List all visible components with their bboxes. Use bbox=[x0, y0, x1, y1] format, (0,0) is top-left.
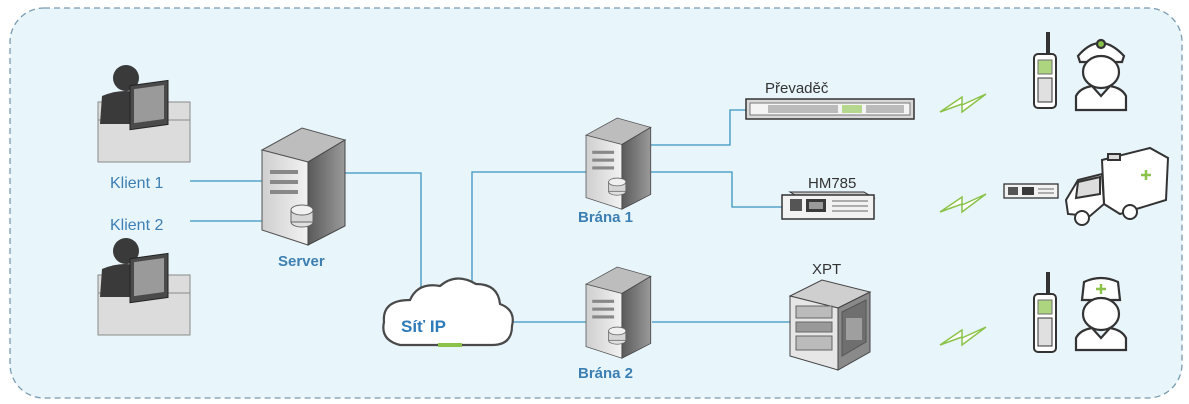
gateway1-label: Brána 1 bbox=[578, 209, 633, 226]
nurse-icon bbox=[1074, 276, 1128, 352]
repeater-label: Převaděč bbox=[765, 80, 829, 97]
lightning-icon bbox=[939, 326, 987, 347]
link-server-cloud bbox=[345, 172, 422, 290]
server-icon bbox=[584, 117, 652, 210]
lightning-icon bbox=[939, 93, 987, 114]
server-label: Server bbox=[278, 253, 325, 270]
link-gateway1-mobile bbox=[650, 171, 782, 208]
server-icon bbox=[584, 266, 652, 359]
cloud-icon bbox=[382, 277, 514, 347]
ambulance-icon bbox=[1064, 146, 1170, 226]
gateway2-label: Brána 2 bbox=[578, 365, 633, 382]
lightning-icon bbox=[939, 193, 987, 214]
mobile-radio-icon bbox=[781, 191, 876, 220]
server-icon bbox=[260, 127, 347, 246]
link-gateway1-repeater bbox=[648, 109, 746, 146]
network-label: Síť IP bbox=[401, 317, 446, 336]
xpt-cabinet-icon bbox=[788, 279, 872, 371]
handheld-radio-icon bbox=[1033, 272, 1057, 353]
mobile-radio-label: HM785 bbox=[808, 175, 856, 192]
police-officer-icon bbox=[1074, 38, 1128, 112]
repeater-icon bbox=[745, 98, 915, 120]
operator-icon bbox=[97, 65, 191, 163]
client2-label: Klient 2 bbox=[110, 217, 163, 234]
handheld-radio-icon bbox=[1033, 32, 1057, 109]
mobile-radio-icon bbox=[1003, 183, 1059, 199]
connection-lines bbox=[190, 109, 790, 323]
operator-icon bbox=[97, 238, 191, 336]
xpt-label: XPT bbox=[812, 261, 841, 278]
client1-label: Klient 1 bbox=[110, 175, 163, 192]
link-cloud-gateway1 bbox=[471, 171, 587, 283]
